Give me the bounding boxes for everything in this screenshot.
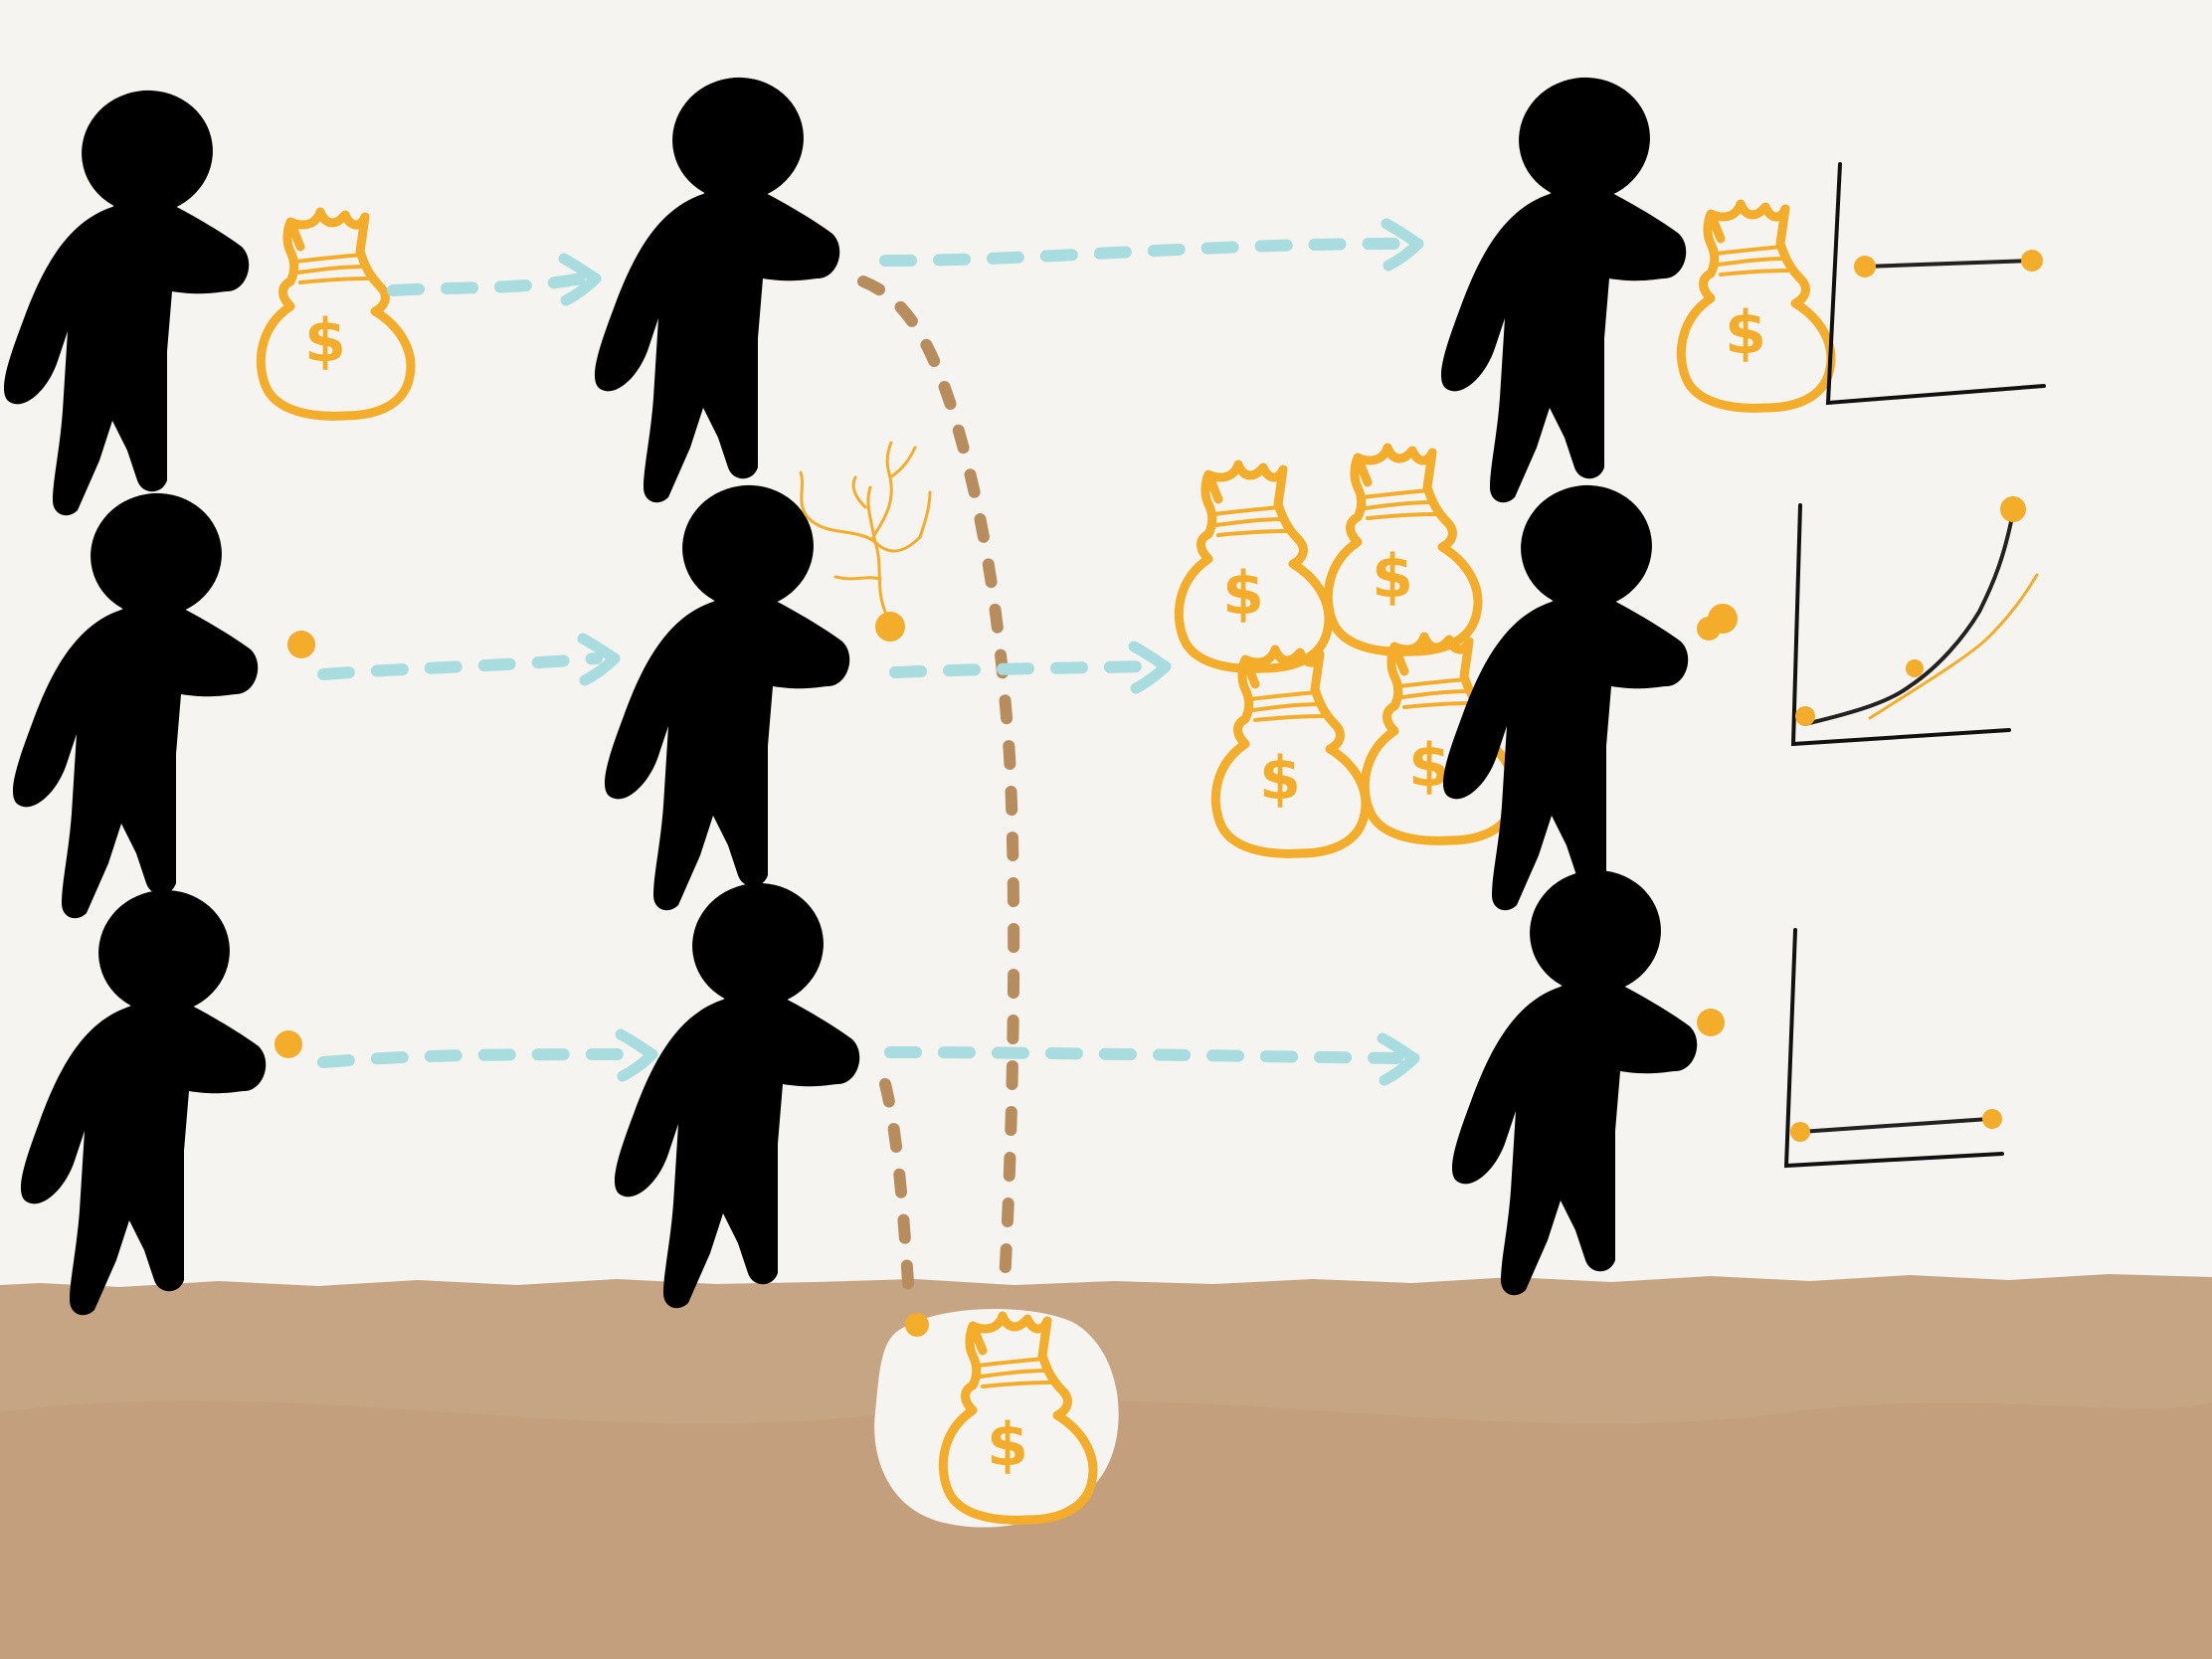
coin-icon bbox=[275, 1030, 302, 1058]
row-3 bbox=[20, 861, 2004, 1316]
buried-money-bag bbox=[874, 1309, 1119, 1528]
person-silhouette bbox=[1440, 69, 1687, 503]
money-bag-icon bbox=[1681, 204, 1831, 408]
row-2 bbox=[12, 441, 2039, 919]
flow-arrow bbox=[884, 1046, 1403, 1064]
flat-line-chart-icon bbox=[1825, 162, 2046, 406]
bury-path-1 bbox=[857, 276, 1020, 1289]
person-silhouette bbox=[12, 484, 259, 919]
flow-arrow bbox=[889, 660, 1152, 678]
arrow-head-icon bbox=[621, 1034, 652, 1076]
flow-arrow bbox=[317, 1048, 643, 1068]
bury-path-3 bbox=[879, 1078, 916, 1317]
flow-arrow bbox=[387, 273, 588, 296]
rising-line-chart-icon bbox=[1790, 496, 2039, 747]
person-silhouette bbox=[614, 874, 860, 1309]
person-silhouette bbox=[594, 69, 840, 503]
sprout-icon bbox=[799, 441, 932, 642]
money-bag-icon bbox=[1328, 448, 1478, 651]
ground-shading bbox=[0, 1400, 2212, 1659]
money-bag-icon bbox=[1215, 649, 1366, 853]
person-silhouette bbox=[3, 82, 250, 516]
money-bag-icon bbox=[261, 212, 411, 416]
row-1 bbox=[3, 69, 2046, 516]
flow-arrow bbox=[317, 652, 603, 680]
person-silhouette bbox=[1442, 476, 1689, 911]
person-silhouette bbox=[20, 881, 267, 1316]
coin-icon bbox=[287, 631, 315, 658]
coin-icon bbox=[1697, 617, 1721, 641]
person-silhouette bbox=[604, 476, 850, 911]
flow-arrow bbox=[879, 238, 1408, 267]
flat-line-chart-icon bbox=[1783, 928, 2004, 1169]
money-bag-icon bbox=[1179, 464, 1329, 668]
buried-coin-icon bbox=[905, 1313, 929, 1337]
person-silhouette bbox=[1451, 861, 1698, 1296]
coin-icon bbox=[1697, 1009, 1725, 1036]
